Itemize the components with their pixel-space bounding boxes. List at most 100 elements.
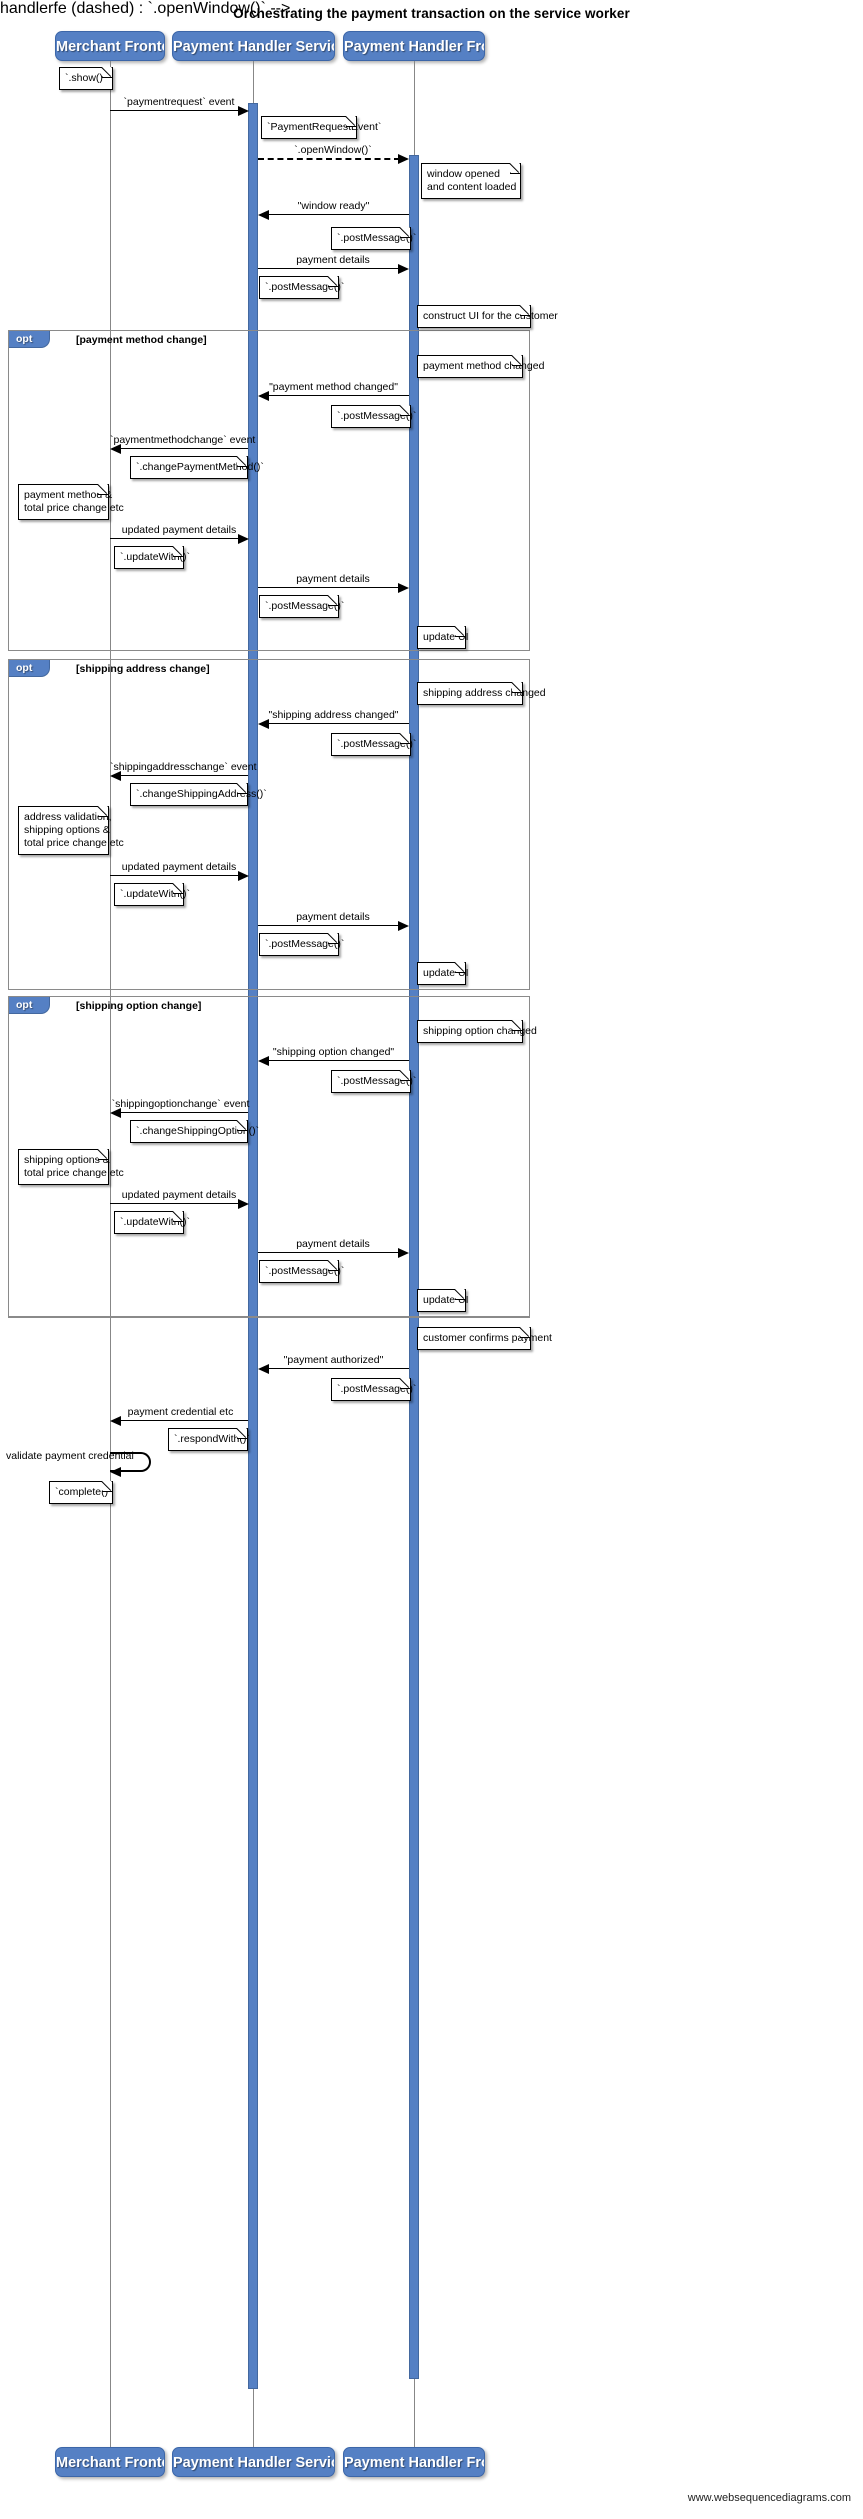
note-payment-request-event: `PaymentRequestEvent`: [261, 116, 381, 139]
message-arrow-paymentrequest-event: [238, 106, 249, 116]
note-fold-icon: [346, 116, 356, 127]
note-construct-ui: construct UI for the customer: [417, 305, 558, 328]
fragment-tab-opt-3: opt: [9, 997, 50, 1014]
message-label-payment-details-4: payment details: [296, 1238, 370, 1250]
message-line-payment-details-3: [258, 925, 400, 926]
message-line-paymentmethodchange-event: [121, 448, 248, 449]
note-fold-icon: [400, 733, 410, 744]
message-line-updated-payment-details-2: [110, 875, 240, 876]
note-shipping-address-changed: shipping address changed: [417, 682, 546, 705]
note-fold-icon: [237, 783, 247, 794]
message-line-payment-details-4: [258, 1252, 400, 1253]
note-respond-with: `.respondWith()`: [168, 1428, 250, 1451]
note-post-message-3: `.postMessage()`: [331, 405, 416, 428]
note-payment-method-changed: payment method changed: [417, 355, 544, 378]
page-title: Orchestrating the payment transaction on…: [233, 6, 630, 21]
message-line-window-ready: [269, 214, 409, 215]
note-fold-icon: [455, 626, 465, 637]
note-fold-icon: [328, 933, 338, 944]
message-arrow-updated-payment-details-2: [238, 871, 249, 881]
note-fold-icon: [512, 682, 522, 693]
note-post-message-4: `.postMessage()`: [259, 595, 344, 618]
note-post-message-7: `.postMessage()`: [331, 1070, 416, 1093]
note-post-message-5: `.postMessage()`: [331, 733, 416, 756]
note-show: `.show()`: [59, 67, 113, 90]
note-fold-icon: [400, 1070, 410, 1081]
note-shipping-option-changed: shipping option changed: [417, 1020, 537, 1043]
message-label-payment-authorized: "payment authorized": [283, 1354, 384, 1366]
actor-header-merchant[interactable]: Merchant Frontend: [55, 31, 165, 61]
note-fold-icon: [237, 1120, 247, 1131]
note-post-message-8: `.postMessage()`: [259, 1260, 344, 1283]
note-fold-icon: [237, 456, 247, 467]
message-arrow-shipping-address-changed: [258, 719, 269, 729]
message-line-shipping-option-changed: [269, 1060, 409, 1061]
message-arrow-payment-credential: [110, 1416, 121, 1426]
note-update-with-3: `.updateWith()`: [114, 1211, 190, 1234]
message-line-payment-method-changed: [269, 395, 409, 396]
fragment-tab-opt-2: opt: [9, 660, 50, 677]
note-fold-icon: [173, 1211, 183, 1222]
watermark-link[interactable]: www.websequencediagrams.com: [687, 2492, 851, 2504]
fragment-opt-payment-method-change: [8, 330, 530, 651]
message-arrow-payment-details-2: [398, 583, 409, 593]
message-arrow-shippingaddresschange-event: [110, 771, 121, 781]
message-label-shippingoptionchange-event: `shippingoptionchange` event: [111, 1098, 250, 1110]
note-update-with-1: `.updateWith()`: [114, 546, 190, 569]
message-arrow-validate-payment-credential: [110, 1467, 121, 1477]
note-address-validation: address validation, shipping options & t…: [18, 806, 124, 855]
note-fold-icon: [455, 962, 465, 973]
note-payment-method-total-price-change: payment method & total price change etc: [18, 484, 124, 520]
message-label-payment-method-changed: "payment method changed": [269, 381, 398, 393]
actor-header-handler-frontend[interactable]: Payment Handler Frontend: [343, 31, 485, 61]
message-arrow-window-ready: [258, 210, 269, 220]
note-fold-icon: [98, 1149, 108, 1160]
note-fold-icon: [102, 1481, 112, 1492]
message-arrow-updated-payment-details-3: [238, 1199, 249, 1209]
actor-header-service-worker[interactable]: Payment Handler Service Worker: [172, 31, 335, 61]
note-fold-icon: [400, 1378, 410, 1389]
note-update-ui-3: update UI: [417, 1289, 469, 1312]
note-update-ui-2: update UI: [417, 962, 469, 985]
fragment-condition-2: [shipping address change]: [76, 663, 210, 675]
message-arrow-open-window: [398, 154, 409, 164]
message-line-payment-details-2: [258, 587, 400, 588]
message-line-shippingoptionchange-event: [121, 1112, 248, 1113]
lifeline-merchant: [110, 61, 111, 2447]
message-label-shippingaddresschange-event: `shippingaddresschange` event: [110, 761, 257, 773]
note-fold-icon: [400, 405, 410, 416]
message-arrow-payment-details-3: [398, 921, 409, 931]
message-label-updated-payment-details-1: updated payment details: [121, 524, 237, 536]
actor-footer-handler-frontend[interactable]: Payment Handler Frontend: [343, 2447, 485, 2477]
note-post-message-6: `.postMessage()`: [259, 933, 344, 956]
message-line-payment-credential: [121, 1420, 248, 1421]
note-change-payment-method: `.changePaymentMethod()`: [130, 456, 264, 479]
actor-footer-service-worker[interactable]: Payment Handler Service Worker: [172, 2447, 335, 2477]
note-fold-icon: [237, 1428, 247, 1439]
note-change-shipping-address: `.changeShippingAddress()`: [130, 783, 267, 806]
note-update-with-2: `.updateWith()`: [114, 883, 190, 906]
message-line-payment-details-1: [258, 268, 400, 269]
message-line-open-window: [258, 158, 400, 160]
note-fold-icon: [512, 355, 522, 366]
note-fold-icon: [455, 1289, 465, 1300]
message-arrow-shippingoptionchange-event: [110, 1108, 121, 1118]
note-fold-icon: [520, 305, 530, 316]
message-arrow-shipping-option-changed: [258, 1056, 269, 1066]
note-fold-icon: [520, 1327, 530, 1338]
fragment-separator: [8, 1317, 530, 1318]
note-update-ui-1: update UI: [417, 626, 469, 649]
message-label-shipping-address-changed: "shipping address changed": [268, 709, 399, 721]
note-shipping-options-total-price-change: shipping options & total price change et…: [18, 1149, 124, 1185]
note-post-message-1: `.postMessage()`: [331, 227, 416, 250]
message-line-shippingaddresschange-event: [121, 775, 248, 776]
activation-service-worker: [248, 103, 258, 2389]
actor-footer-merchant[interactable]: Merchant Frontend: [55, 2447, 165, 2477]
message-arrow-payment-authorized: [258, 1364, 269, 1374]
note-fold-icon: [510, 163, 520, 174]
activation-handler-frontend: [409, 155, 419, 2379]
message-line-shipping-address-changed: [269, 723, 409, 724]
message-label-paymentrequest-event: `paymentrequest` event: [123, 96, 235, 108]
message-line-paymentrequest-event: [110, 110, 240, 111]
